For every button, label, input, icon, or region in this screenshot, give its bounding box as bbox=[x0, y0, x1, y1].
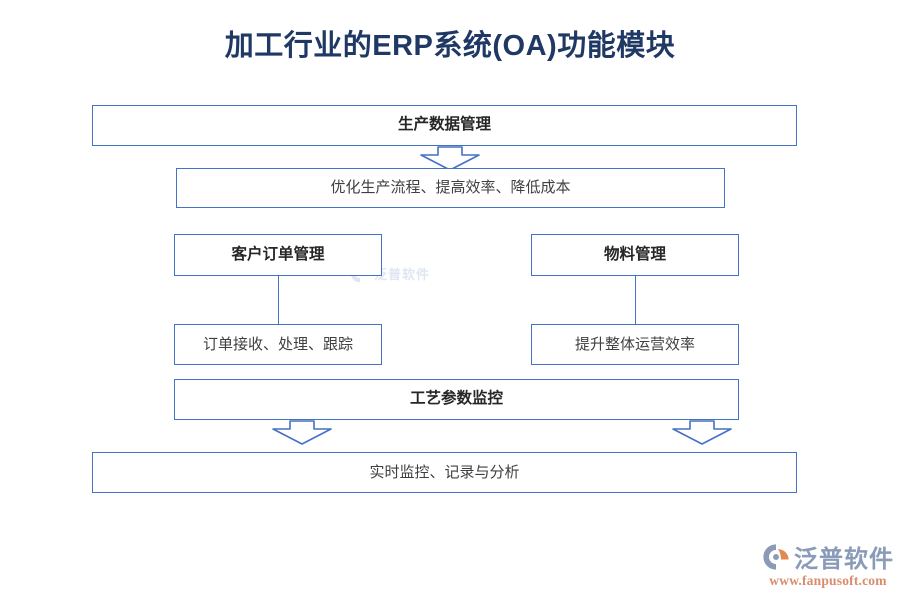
node-optimize-label: 优化生产流程、提高效率、降低成本 bbox=[330, 179, 571, 196]
corner-logo: 泛普软件 www.fanpusoft.com bbox=[762, 541, 894, 591]
node-improve-operational-efficiency[interactable]: 提升整体运营效率 bbox=[531, 324, 739, 365]
node-material-label: 物料管理 bbox=[603, 245, 666, 263]
block-arrow-down-icon-bottom-right bbox=[671, 420, 733, 450]
node-order-flow-label: 订单接收、处理、跟踪 bbox=[202, 335, 353, 353]
node-efficiency-label: 提升整体运营效率 bbox=[574, 335, 695, 353]
node-process-param-label: 工艺参数监控 bbox=[409, 390, 503, 408]
watermark-center-text: 泛普软件 bbox=[374, 266, 431, 282]
node-material-management[interactable]: 物料管理 bbox=[531, 234, 739, 276]
logo-row: 泛普软件 bbox=[762, 541, 894, 573]
node-order-receive-process-track[interactable]: 订单接收、处理、跟踪 bbox=[174, 324, 382, 365]
block-arrow-down-icon-bottom-left bbox=[271, 420, 333, 450]
fanpu-logo-mark-icon bbox=[763, 543, 789, 570]
logo-url: www.fanpusoft.com bbox=[769, 573, 887, 588]
node-process-parameter-monitoring[interactable]: 工艺参数监控 bbox=[174, 379, 739, 420]
node-production-label: 生产数据管理 bbox=[397, 116, 491, 134]
node-realtime-monitoring-record-analysis[interactable]: 实时监控、记录与分析 bbox=[92, 452, 797, 493]
logo-wordmark: 泛普软件 bbox=[794, 546, 894, 573]
node-customer-order-label: 客户订单管理 bbox=[231, 245, 325, 263]
node-customer-order-management[interactable]: 客户订单管理 bbox=[174, 234, 382, 276]
node-optimize-production[interactable]: 优化生产流程、提高效率、降低成本 bbox=[176, 168, 725, 208]
node-realtime-label: 实时监控、记录与分析 bbox=[369, 463, 520, 481]
node-production-data-management[interactable]: 生产数据管理 bbox=[92, 105, 797, 146]
page-title: 加工行业的ERP系统(OA)功能模块 bbox=[224, 30, 676, 62]
connector-line-material bbox=[635, 276, 636, 324]
block-arrow-down-icon-top bbox=[419, 146, 481, 176]
connector-line-customer-order bbox=[278, 276, 279, 324]
